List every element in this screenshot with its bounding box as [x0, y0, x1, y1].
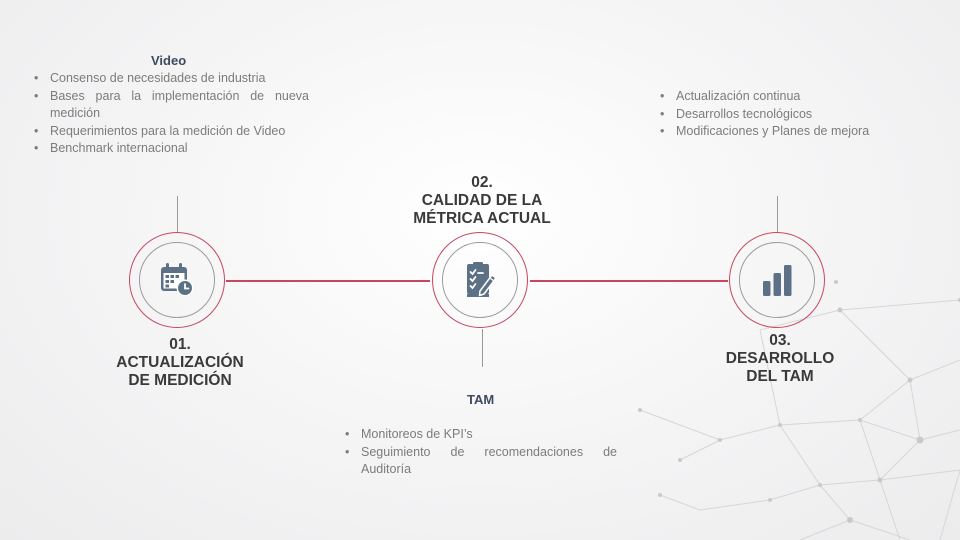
step-label-line: ACTUALIZACIÓN — [116, 354, 244, 371]
bar-chart-icon — [763, 265, 792, 296]
step-number: 01. — [169, 336, 191, 353]
step-label-line: DESARROLLO — [725, 350, 835, 367]
step-1-circle — [129, 232, 225, 328]
step-3-circle — [729, 232, 825, 328]
list-item: Benchmark internacional — [34, 140, 309, 158]
tam-section-title: TAM — [467, 392, 495, 407]
timeline-connector — [226, 280, 430, 282]
list-item: Requerimientos para la medición de Video — [34, 123, 309, 141]
step-label-line: DE MEDICIÓN — [128, 372, 232, 389]
list-item: Bases para la implementación de nueva me… — [34, 88, 309, 123]
step-label-line: MÉTRICA ACTUAL — [413, 210, 551, 227]
list-item: Monitoreos de KPI’s — [345, 426, 617, 444]
step-label-line: DEL TAM — [746, 368, 814, 385]
list-item: Modificaciones y Planes de mejora — [660, 123, 920, 141]
step-2-title: 02. CALIDAD DE LA MÉTRICA ACTUAL — [380, 174, 584, 228]
step-3-title: 03. DESARROLLO DEL TAM — [700, 332, 860, 386]
list-item: Desarrollos tecnológicos — [660, 106, 920, 124]
step-number: 02. — [471, 174, 493, 191]
list-item: Seguimiento de recomendaciones de Audito… — [345, 444, 617, 479]
leader-line — [777, 196, 778, 232]
leader-line — [177, 196, 178, 232]
step-2-circle — [432, 232, 528, 328]
calendar-clock-icon — [161, 263, 194, 297]
video-bullet-list: Consenso de necesidades de industria Bas… — [34, 70, 309, 158]
leader-line — [482, 329, 483, 367]
step-number: 03. — [769, 332, 791, 349]
step-label-line: CALIDAD DE LA — [421, 192, 543, 209]
step-1-title: 01. ACTUALIZACIÓN DE MEDICIÓN — [95, 336, 265, 390]
checklist-pen-icon — [467, 262, 497, 297]
video-section-title: Video — [151, 53, 187, 68]
right-bullet-list: Actualización continua Desarrollos tecno… — [660, 88, 920, 141]
list-item: Consenso de necesidades de industria — [34, 70, 309, 88]
timeline-connector — [530, 280, 728, 282]
tam-bullet-list: Monitoreos de KPI’s Seguimiento de recom… — [345, 426, 617, 479]
list-item: Actualización continua — [660, 88, 920, 106]
